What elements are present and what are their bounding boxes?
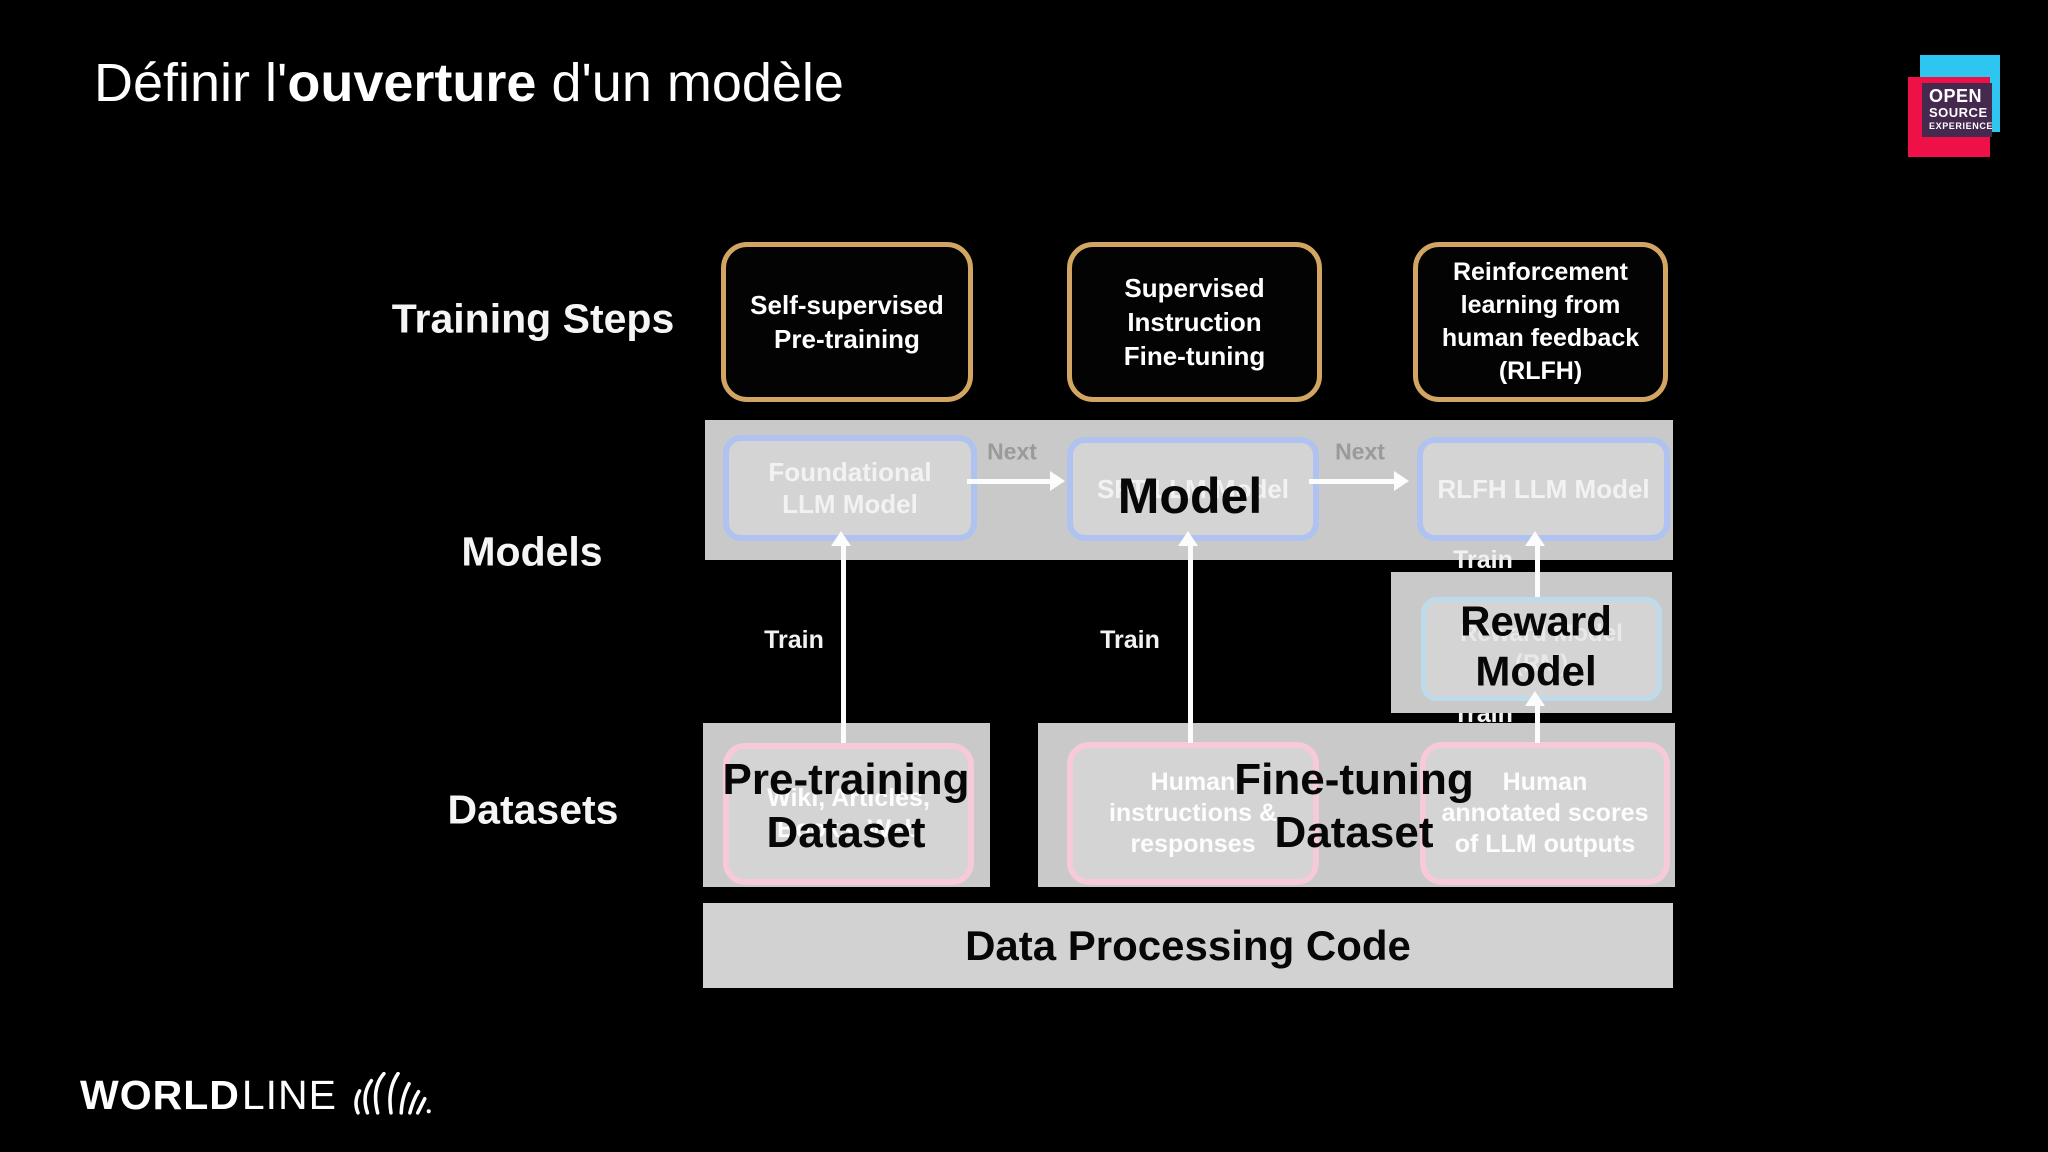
arrowhead-train-reward xyxy=(1525,691,1545,706)
page-title: Définir l'ouverture d'un modèle xyxy=(94,52,844,114)
arrowhead-next-2 xyxy=(1394,471,1409,491)
title-regular-2: d'un modèle xyxy=(536,53,844,113)
overlay-finetuning-dataset: Fine-tuning Dataset xyxy=(1234,755,1474,857)
sft-dataset-box: Human instructions & responses xyxy=(1067,742,1319,885)
worldline-text-bold: WORLD xyxy=(80,1072,240,1118)
arrow-train-pretrain xyxy=(841,545,846,743)
reward-model-box: Reward Model (RM) xyxy=(1421,597,1662,701)
worldline-wave-icon xyxy=(354,1072,431,1115)
overlay-reward-model: Reward Model xyxy=(1460,597,1612,695)
next-label-2: Next xyxy=(1335,438,1385,465)
training-step-box-pretraining: Self-supervised Pre-training xyxy=(721,242,973,402)
training-step-box-sft: Supervised Instruction Fine-tuning xyxy=(1067,242,1322,402)
arrowhead-train-rlfh xyxy=(1525,531,1545,546)
arrow-next-2 xyxy=(1309,479,1394,484)
foundational-llm-model-box: Foundational LLM Model xyxy=(723,435,977,541)
row-label-training-steps: Training Steps xyxy=(391,295,675,342)
next-label-1: Next xyxy=(987,438,1037,465)
arrowhead-train-sft xyxy=(1178,531,1198,546)
train-label-sft: Train xyxy=(1100,626,1160,654)
arrowhead-next-1 xyxy=(1050,471,1065,491)
overlay-pretraining-dataset: Pre-training Dataset xyxy=(722,755,970,857)
worldline-text-light: LINE xyxy=(241,1072,338,1118)
training-step-box-rlfh: Reinforcement learning from human feedba… xyxy=(1413,242,1668,402)
train-label-rlfh: Train xyxy=(1453,546,1513,574)
ose-text-experience: EXPERIENCE xyxy=(1929,121,1994,132)
ose-purple-panel: OPEN SOURCE EXPERIENCE xyxy=(1922,83,1992,137)
title-bold: ouverture xyxy=(287,53,537,113)
arrow-train-reward xyxy=(1535,705,1540,743)
arrow-train-rlfh xyxy=(1535,545,1540,597)
data-processing-code-bar xyxy=(703,903,1673,988)
ose-text-source: SOURCE xyxy=(1929,105,1988,121)
arrow-next-1 xyxy=(967,479,1050,484)
overlay-data-processing-code: Data Processing Code xyxy=(965,921,1411,969)
rlfh-dataset-box: Human annotated scores of LLM outputs xyxy=(1420,742,1670,885)
open-source-experience-logo: OPEN SOURCE EXPERIENCE xyxy=(1908,50,2008,168)
row-label-models: Models xyxy=(461,528,603,575)
pretraining-dataset-box: Wiki, Articles, Books, Web xyxy=(723,743,974,885)
overlay-model: Model xyxy=(1117,468,1263,524)
arrow-train-sft xyxy=(1188,545,1193,743)
row-label-datasets: Datasets xyxy=(447,786,619,833)
train-label-pretrain: Train xyxy=(764,626,824,654)
ose-text-open: OPEN xyxy=(1929,86,1983,107)
rlfh-llm-model-box: RLFH LLM Model xyxy=(1417,437,1670,541)
title-regular-1: Définir l' xyxy=(94,53,288,113)
arrowhead-train-pretrain xyxy=(831,531,851,546)
